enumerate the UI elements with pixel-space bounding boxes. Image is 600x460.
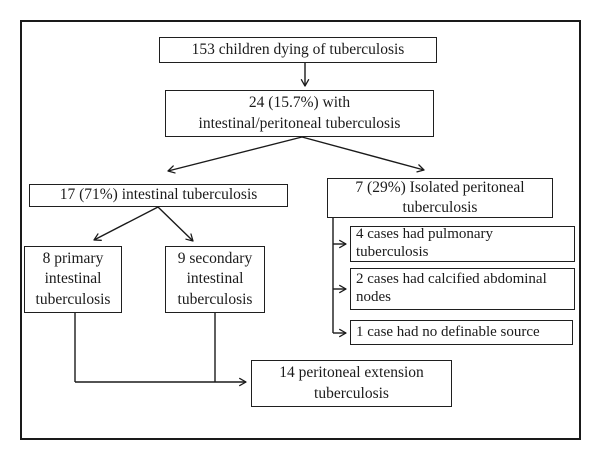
- node-intestinal-tb: 17 (71%) intestinal tuberculosis: [29, 184, 288, 207]
- figure-border: [20, 20, 581, 440]
- node-peritoneal-extension-tb: 14 peritoneal extension tuberculosis: [251, 360, 452, 407]
- node-total-children: 153 children dying of tuberculosis: [159, 37, 437, 63]
- node-primary-intestinal-tb: 8 primary intestinal tuberculosis: [24, 246, 122, 313]
- node-isolated-peritoneal-tb: 7 (29%) Isolated peritoneal tuberculosis: [327, 178, 553, 218]
- node-secondary-intestinal-tb: 9 secondary intestinal tuberculosis: [165, 246, 265, 313]
- node-no-definable-source: 1 case had no definable source: [350, 320, 573, 345]
- node-pulmonary-tb-cases: 4 cases had pulmonary tuberculosis: [350, 226, 575, 262]
- node-calcified-abdominal-nodes: 2 cases had calcified abdominal nodes: [350, 268, 575, 310]
- node-intestinal-peritoneal-tb: 24 (15.7%) with intestinal/peritoneal tu…: [165, 90, 434, 137]
